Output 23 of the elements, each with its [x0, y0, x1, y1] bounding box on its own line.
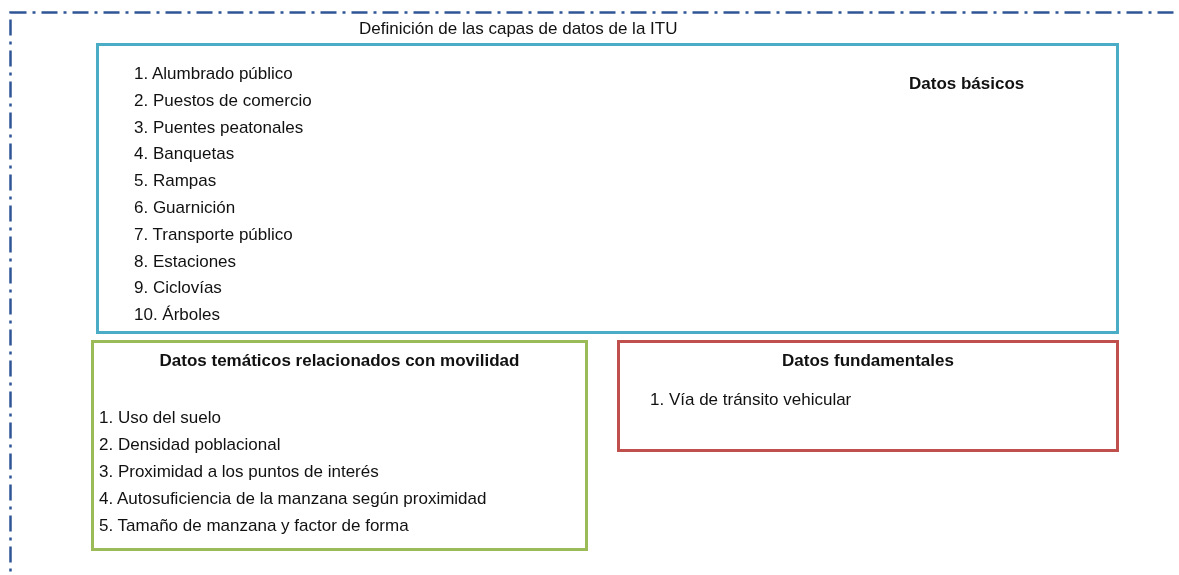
list-item: 8. Estaciones [134, 251, 237, 272]
list-item: 9. Ciclovías [134, 278, 222, 299]
list-item: 2. Puestos de comercio [134, 90, 312, 111]
category-box [91, 340, 588, 551]
list-item: 10. Árboles [134, 305, 220, 326]
box-heading: Datos temáticos relacionados con movilidad [159, 351, 520, 371]
list-item: 4. Autosuficiencia de la manzana según proximidad [99, 489, 487, 509]
box-heading: Datos básicos [909, 74, 1025, 94]
list-item: 1. Alumbrado público [134, 64, 293, 84]
list-item: 6. Guarnición [134, 198, 236, 218]
list-item: 5. Tamaño de manzana y factor de forma [99, 516, 409, 536]
box-heading: Datos fundamentales [782, 351, 954, 371]
list-item: 7. Transporte público [134, 224, 293, 245]
list-item: 2. Densidad poblacional [99, 435, 281, 455]
list-item: 4. Banquetas [134, 144, 235, 165]
list-item: 3. Proximidad a los puntos de interés [99, 462, 379, 482]
category-box [96, 43, 1119, 334]
list-item: 3. Puentes peatonales [134, 117, 304, 138]
list-item: 1. Uso del suelo [99, 408, 221, 428]
list-item: 1. Vía de tránsito vehicular [650, 390, 852, 410]
category-box [617, 340, 1119, 452]
list-item: 5. Rampas [134, 171, 217, 192]
frame-title: Definición de las capas de datos de la ITU [359, 19, 678, 39]
